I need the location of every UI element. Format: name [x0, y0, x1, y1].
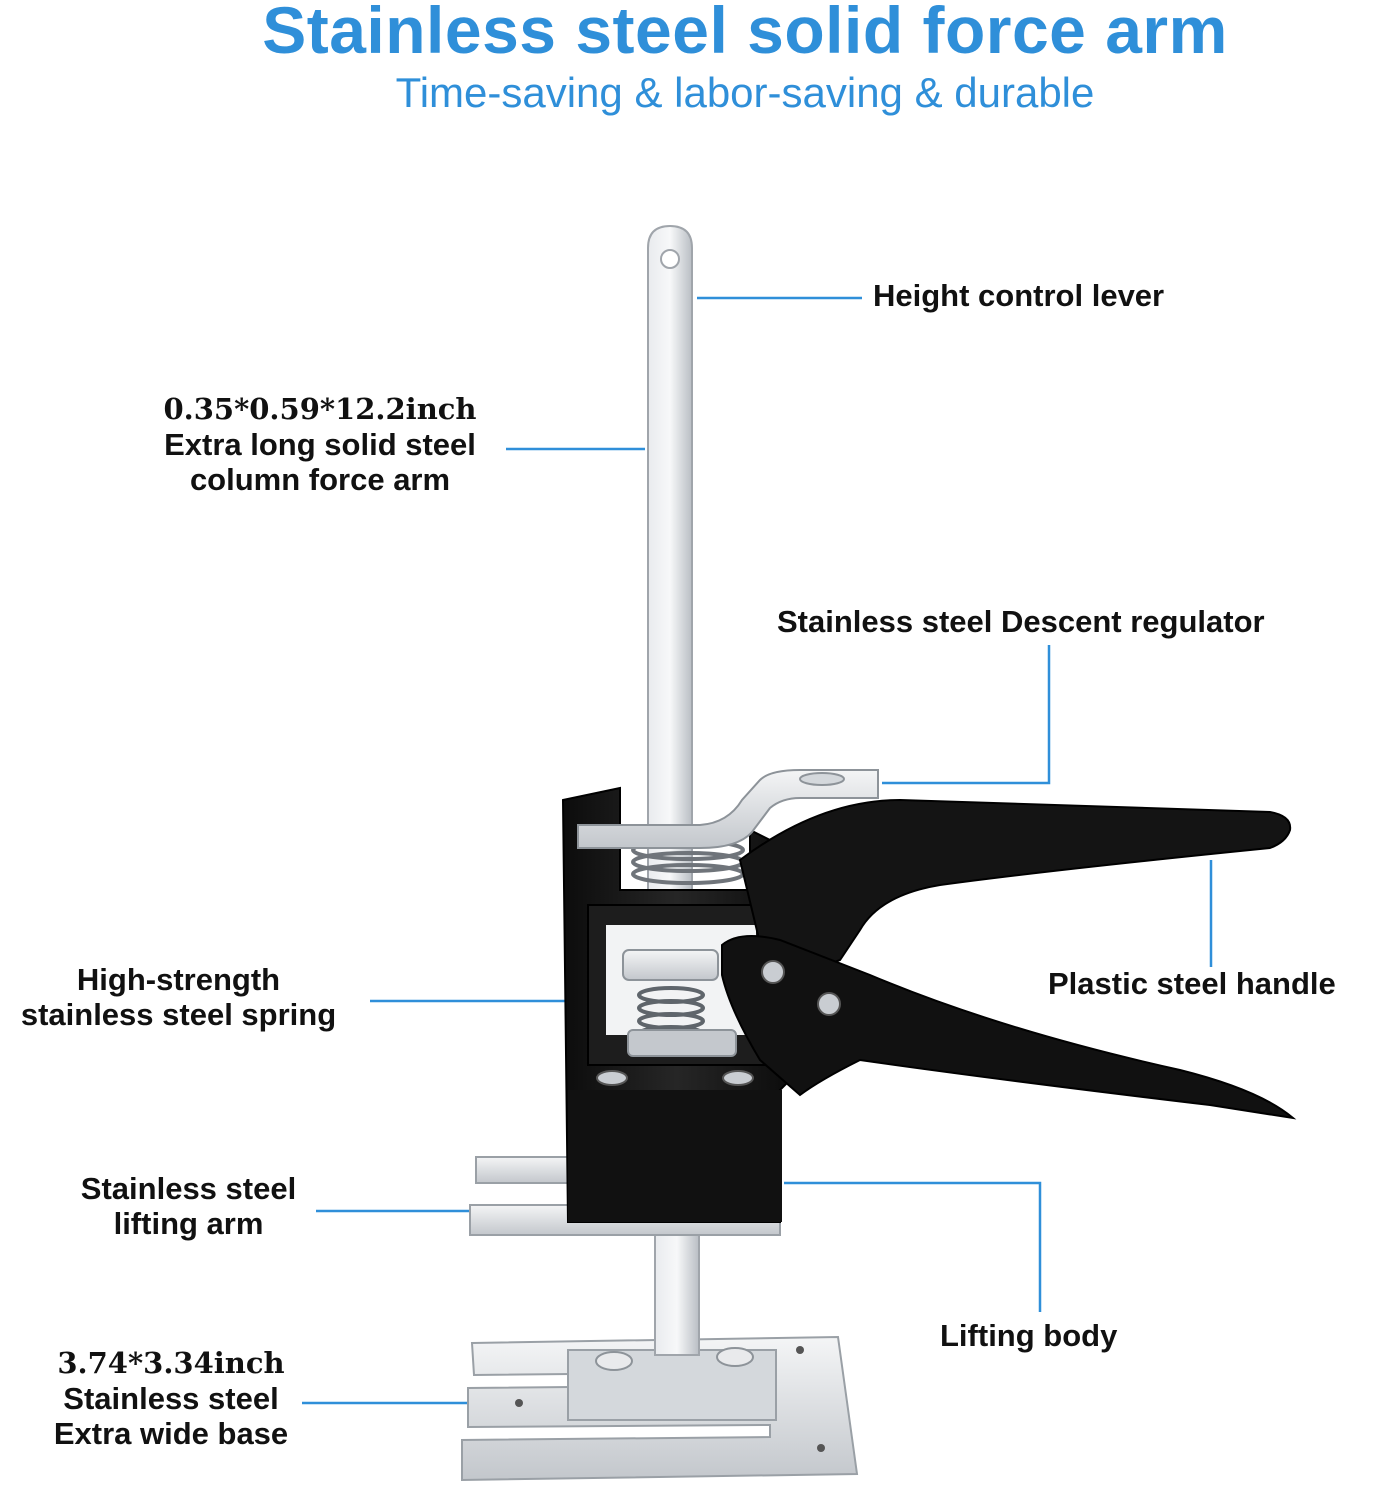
high-strength-spring: [622, 949, 737, 1057]
extra-wide-base: [461, 1335, 859, 1482]
callout-base-dimension: 3.74*3.34inch: [57, 1346, 285, 1380]
callout-force-arm-line1: Extra long solid steel: [164, 427, 476, 462]
descent-regulator: [577, 769, 879, 849]
leader-line-regulator: [882, 645, 1051, 785]
callout-base: 3.74*3.34inch Stainless steel Extra wide…: [20, 1346, 322, 1451]
callout-force-arm-line2: column force arm: [189, 462, 451, 497]
handle-pivot-rivet-2: [817, 992, 841, 1016]
base-screw-left: [595, 1351, 633, 1371]
callout-spring-line2: stainless steel spring: [20, 997, 337, 1032]
plastic-steel-handle: [721, 798, 1297, 1120]
callout-lifting-arm-line1: Stainless steel: [80, 1171, 297, 1206]
callout-descent-regulator: Stainless steel Descent regulator: [777, 604, 1265, 639]
leader-line-lifting-body: [784, 1181, 1042, 1312]
base-screw-right: [716, 1347, 754, 1367]
callout-base-line1: Stainless steel: [63, 1381, 279, 1416]
page-title: Stainless steel solid force arm: [262, 0, 1228, 67]
lower-column: [654, 1224, 700, 1356]
force-arm-column: [647, 224, 693, 961]
leader-lines: [302, 296, 1213, 1405]
callout-plastic-steel-handle: Plastic steel handle: [1048, 966, 1336, 1001]
callout-lifting-arm: Stainless steel lifting arm: [60, 1171, 317, 1241]
lifting-body: [561, 786, 791, 1223]
callout-height-control-lever: Height control lever: [873, 278, 1165, 313]
handle-pivot-rivet-1: [761, 960, 785, 984]
callout-lifting-arm-line2: lifting arm: [113, 1206, 264, 1241]
callout-lifting-body: Lifting body: [940, 1318, 1118, 1353]
callout-force-arm: 0.35*0.59*12.2inch Extra long solid stee…: [100, 392, 540, 497]
page-subtitle: Time-saving & labor-saving & durable: [395, 69, 1095, 116]
callout-spring-line1: High-strength: [76, 962, 281, 997]
callout-base-line2: Extra wide base: [53, 1416, 289, 1451]
callout-force-arm-dimension: 0.35*0.59*12.2inch: [163, 392, 477, 426]
callout-spring: High-strength stainless steel spring: [0, 962, 357, 1032]
